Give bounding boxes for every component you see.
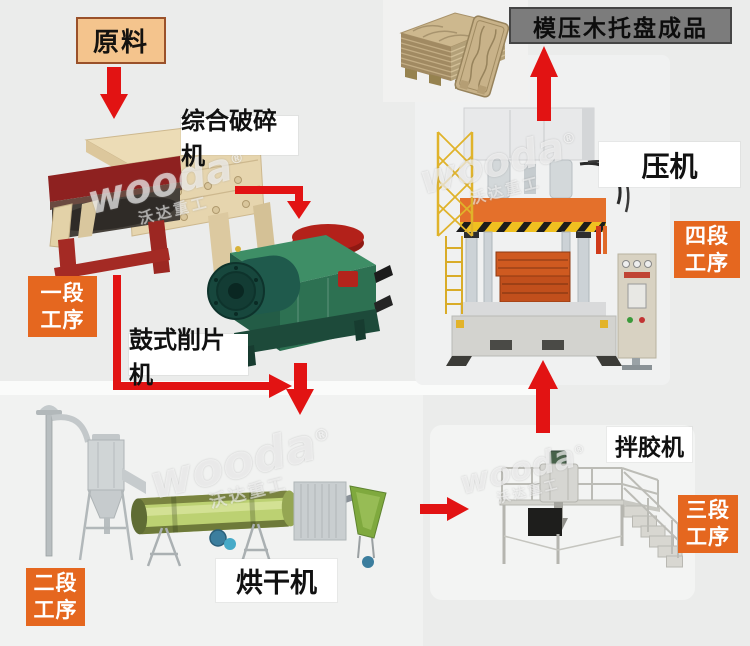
label-chipper: 鼓式削片机	[129, 326, 248, 389]
pallet-stack-illustration	[399, 12, 510, 98]
arrow-chipper-to-dryer	[286, 363, 314, 415]
arrow-press-to-product	[530, 46, 558, 121]
stage-badge-1-text: 一段 工序	[40, 280, 85, 332]
label-dryer-text: 烘干机	[236, 568, 317, 599]
label-chipper-text: 鼓式削片机	[129, 325, 225, 389]
label-raw-material-text: 原料	[92, 28, 149, 58]
label-mixer-text: 拌胶机	[615, 434, 684, 461]
arrow-mixer-to-press	[528, 360, 558, 433]
press-illustration	[436, 107, 657, 370]
label-finished-product-text: 模压木托盘成品	[533, 15, 708, 42]
label-finished-product: 模压木托盘成品	[509, 7, 732, 44]
label-crusher-text: 综合破碎机	[181, 106, 277, 170]
stage-badge-4: 四段 工序	[674, 221, 740, 278]
arrow-stage1-elbow-head	[269, 374, 292, 398]
label-press-text: 压机	[641, 149, 698, 183]
stage-badge-2-text: 二段 工序	[33, 571, 78, 622]
stage-badge-3: 三段 工序	[678, 495, 738, 553]
stage-badge-2: 二段 工序	[26, 568, 85, 626]
arrow-raw-to-crusher	[100, 67, 128, 119]
mixer-illustration	[499, 450, 683, 568]
label-dryer: 烘干机	[216, 559, 337, 602]
label-press: 压机	[599, 142, 740, 187]
arrow-dryer-to-mixer	[420, 497, 469, 521]
chipper-illustration	[207, 224, 393, 367]
dryer-illustration	[36, 405, 387, 568]
arrow-crusher-to-chipper	[235, 186, 311, 219]
label-mixer: 拌胶机	[607, 427, 692, 462]
label-raw-material: 原料	[76, 17, 166, 64]
crusher-illustration	[48, 123, 277, 290]
stage-badge-1: 一段 工序	[28, 276, 97, 337]
label-crusher: 综合破碎机	[181, 107, 298, 170]
stage-badge-3-text: 三段 工序	[686, 498, 730, 549]
stage-badge-4-text: 四段 工序	[685, 223, 729, 275]
